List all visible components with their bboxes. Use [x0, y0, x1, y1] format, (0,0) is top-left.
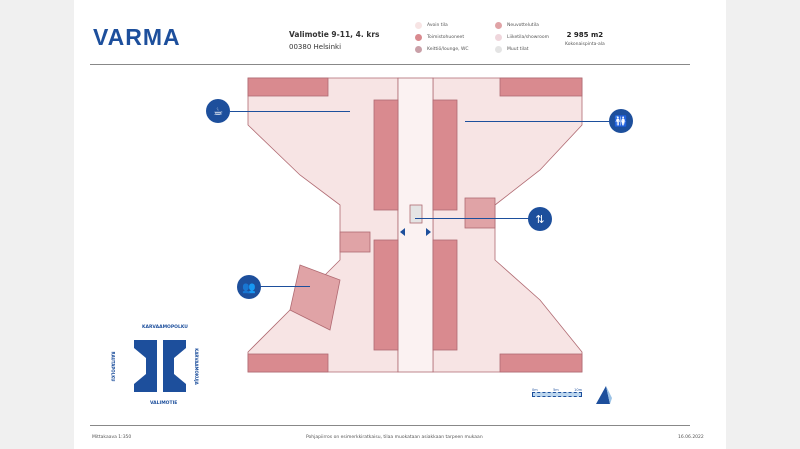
scale-label: 10m — [574, 388, 582, 392]
legend-label: Toimistohuoneet — [427, 35, 465, 40]
legend-label: Muut tilat — [507, 47, 529, 52]
header-divider — [90, 64, 690, 65]
legend-label: Liiketila/showroom — [507, 35, 550, 40]
area-value: 2 985 m2 — [566, 31, 604, 39]
compass-west: RAUTAPOLKU — [110, 351, 116, 382]
footer-divider — [90, 425, 690, 426]
legend-item: Keittiö/lounge, WC — [415, 46, 495, 53]
street: Valimotie 9-11, 4. krs — [289, 30, 380, 39]
compass-north: KARVAAMOPOLKU — [142, 325, 188, 330]
legend-item: Neuvottelutila — [495, 22, 575, 29]
north-arrow-icon — [596, 386, 612, 404]
scale-label: 5m — [553, 388, 559, 392]
swatch — [495, 22, 502, 29]
legend-item: Muut tilat — [495, 46, 575, 53]
legend-label: Avoin tila — [427, 23, 448, 28]
meeting-icon: 👥 — [237, 275, 261, 299]
elevator-icon: ⇅ — [528, 207, 552, 231]
swatch — [495, 34, 502, 41]
leader-line — [230, 111, 350, 112]
leader-line — [415, 218, 530, 219]
swatch — [415, 22, 422, 29]
scale-label: 0m — [532, 388, 538, 392]
address: Valimotie 9-11, 4. krs 00380 Helsinki — [289, 30, 379, 51]
date: 16.06.2022 — [678, 435, 704, 440]
coffee-icon: ☕ — [206, 99, 230, 123]
total-area: 2 985 m2 Kokonaispinta-ala — [565, 31, 605, 47]
compass-south: VALIMOTIE — [150, 401, 178, 406]
swatch — [415, 34, 422, 41]
swatch — [415, 46, 422, 53]
leader-line — [260, 286, 310, 287]
restroom-icon: 🚻 — [609, 109, 633, 133]
legend: Avoin tila Neuvottelutila Toimistohuonee… — [415, 22, 575, 53]
city: 00380 Helsinki — [289, 43, 342, 51]
leader-line — [465, 121, 610, 122]
legend-label: Keittiö/lounge, WC — [427, 47, 469, 52]
scale-text: Mittakaava 1:350 — [92, 435, 132, 440]
site-key-map — [134, 340, 186, 392]
scale-bar: 0m 5m 10m — [532, 388, 582, 397]
legend-item: Liiketila/showroom — [495, 34, 575, 41]
legend-item: Avoin tila — [415, 22, 495, 29]
disclaimer: Pohjapiirros on esimerkkiratkaisu, tilaa… — [306, 435, 483, 440]
legend-label: Neuvottelutila — [507, 23, 539, 28]
swatch — [495, 46, 502, 53]
legend-item: Toimistohuoneet — [415, 34, 495, 41]
compass-east: KARVAAMOKUJA — [193, 348, 199, 385]
varma-logo: VARMA — [93, 24, 181, 50]
area-label: Kokonaispinta-ala — [565, 42, 605, 47]
